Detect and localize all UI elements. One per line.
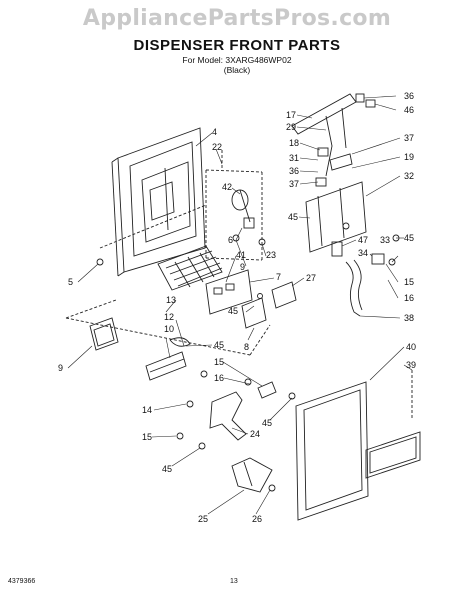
panel-insert-drawing [365, 370, 421, 479]
callout-47: 47 [358, 235, 368, 245]
callout-16a: 16 [404, 293, 414, 303]
callout-15b: 15 [214, 357, 224, 367]
actuator-assembly-drawing [291, 93, 376, 253]
callout-10: 10 [164, 324, 174, 334]
callout-8: 8 [244, 342, 249, 352]
callout-36b: 36 [289, 166, 299, 176]
callout-45a: 45 [288, 212, 298, 222]
callout-17: 17 [286, 110, 296, 120]
light-bracket-drawing [89, 317, 208, 381]
callout-45b: 45 [404, 233, 414, 243]
assembly-guide-lines [65, 150, 271, 356]
callout-40: 40 [406, 342, 416, 352]
callout-29: 29 [286, 122, 296, 132]
callout-15c: 15 [142, 432, 152, 442]
callout-31: 31 [289, 153, 299, 163]
callout-38: 38 [404, 313, 414, 323]
callout-23: 23 [266, 250, 276, 260]
solenoid-drawing [231, 189, 266, 246]
model-line: For Model: 3XARG486WP02 [182, 55, 292, 65]
callout-18: 18 [289, 138, 299, 148]
callout-22: 22 [212, 142, 222, 152]
callout-45d: 45 [214, 340, 224, 350]
callout-26: 26 [252, 514, 262, 524]
callout-27: 27 [306, 273, 316, 283]
leader-lines [67, 95, 413, 515]
callout-45f: 45 [162, 464, 172, 474]
callout-39: 39 [406, 360, 416, 370]
callout-12: 12 [164, 312, 174, 322]
callout-14: 14 [142, 405, 152, 415]
callout-25: 25 [198, 514, 208, 524]
callout-33: 33 [380, 235, 390, 245]
callout-6: 6 [228, 235, 233, 245]
dispenser-lever-drawing [331, 222, 400, 317]
screw-5-drawing [96, 258, 104, 266]
callout-24: 24 [250, 429, 260, 439]
color-line: (Black) [223, 65, 251, 75]
callout-41: 41 [236, 250, 246, 260]
callout-4: 4 [212, 127, 217, 137]
watermark-text: AppliancePartsPros.com [82, 6, 392, 31]
callout-16b: 16 [214, 373, 224, 383]
callout-32: 32 [404, 171, 414, 181]
callout-37b: 37 [289, 179, 299, 189]
callout-36: 36 [404, 91, 414, 101]
front-panel-drawing [295, 381, 369, 521]
lower-mechanism-drawing [176, 378, 296, 450]
document-number: 4379366 [8, 578, 36, 585]
callout-9a: 9 [240, 262, 245, 272]
callout-45e: 45 [262, 418, 272, 428]
dispenser-housing-drawing [111, 127, 206, 277]
drip-grille-drawing [157, 245, 223, 291]
callout-34: 34 [358, 248, 368, 258]
callout-7: 7 [276, 272, 281, 282]
callout-5: 5 [68, 277, 73, 287]
callout-19: 19 [404, 152, 414, 162]
page-title: DISPENSER FRONT PARTS [133, 37, 341, 54]
callout-46: 46 [404, 105, 414, 115]
page-number: 13 [230, 578, 238, 585]
switch-plate-drawing [205, 269, 297, 329]
callout-15a: 15 [404, 277, 414, 287]
callout-42: 42 [222, 182, 232, 192]
callout-37: 37 [404, 133, 414, 143]
callout-45c: 45 [228, 306, 238, 316]
bottom-bracket-drawing [231, 457, 276, 493]
callout-labels: 17 36 46 29 18 37 31 19 36 37 32 4 22 42… [58, 91, 416, 524]
model-subtitle: For Model: 3XARG486WP02 (Black) [0, 55, 474, 75]
callout-9b: 9 [58, 363, 63, 373]
callout-13: 13 [166, 295, 176, 305]
